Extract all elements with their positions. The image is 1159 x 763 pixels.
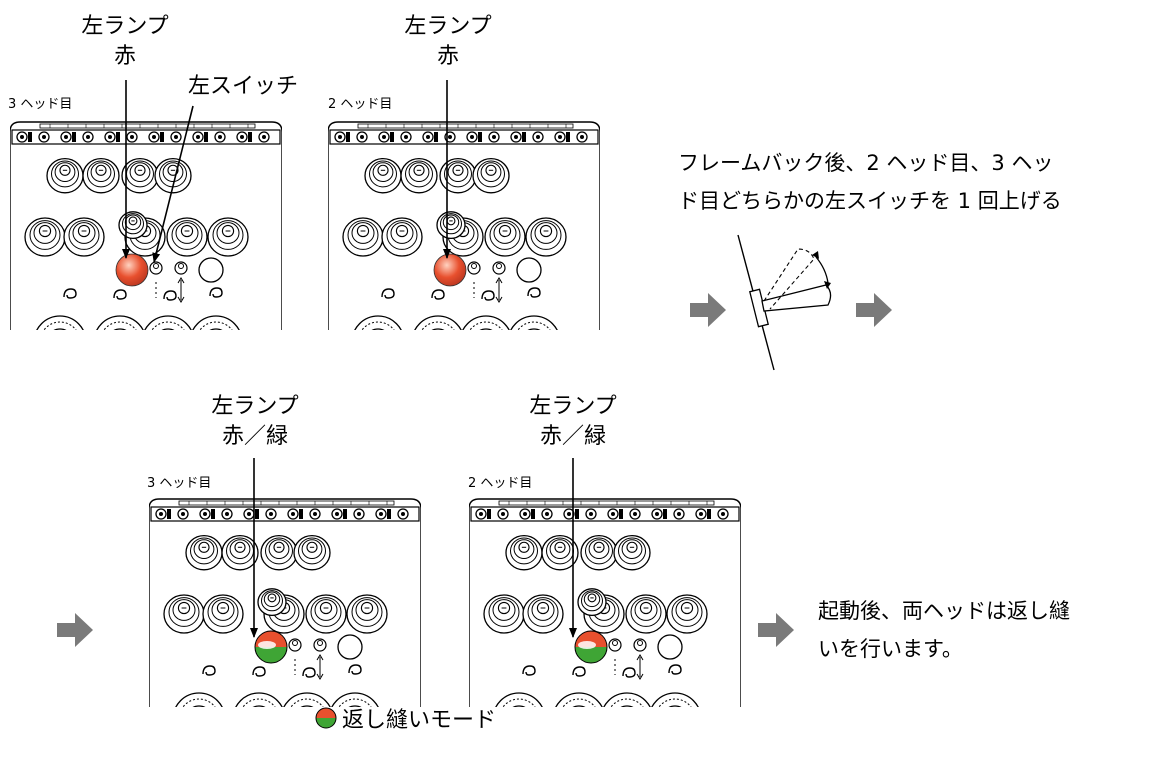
thread-guide-bar: [150, 506, 420, 522]
thread-tension-knobs: [163, 534, 388, 634]
flow-arrow-icon: [758, 613, 794, 647]
bobbin-disc: [651, 692, 699, 707]
bobbin-disc: [283, 692, 331, 707]
red-green-lamp-icon: [315, 707, 337, 729]
head-label-3-top: 3 ヘッド目: [8, 97, 73, 112]
thread-hook-icon: [668, 664, 682, 675]
thread-hook-icon: [622, 667, 636, 678]
thread-hook-icon: [209, 287, 223, 298]
thread-guide-bar: [11, 129, 281, 145]
lamp-label-line2: 赤／緑: [221, 424, 288, 449]
left-lamp-red: [115, 253, 149, 287]
thread-hook-icon: [527, 287, 541, 298]
left-lamp-red-green: [575, 631, 607, 663]
left-lamp-red: [433, 253, 467, 287]
thread-hook-icon: [381, 288, 395, 299]
start-button: [657, 634, 683, 660]
lamp-label-line1: 左ランプ: [529, 394, 617, 419]
bobbin-disc: [36, 315, 84, 330]
head-label-2-bottom: 2 ヘッド目: [468, 476, 533, 491]
machine-head-panel-3-top: [10, 121, 282, 330]
instruction-line2: ド目どちらかの左スイッチを 1 回上げる: [678, 189, 1062, 213]
lamp-label-line1: 左ランプ: [404, 14, 492, 39]
thread-tension-knobs: [483, 534, 708, 634]
legend: 返し縫いモード: [314, 702, 496, 734]
bobbin-disc: [331, 692, 379, 707]
bottom-right-lamp-label: 左ランプ 赤／緑: [508, 392, 638, 452]
thread-hook-icon: [431, 289, 445, 300]
head-label-2-top: 2 ヘッド目: [328, 97, 393, 112]
thread-hook-icon: [522, 665, 536, 676]
machine-head-panel-2-top: [328, 121, 600, 330]
bobbin-disc: [462, 315, 510, 330]
thread-hook-icon: [113, 289, 127, 300]
lamp-label-line1: 左ランプ: [81, 14, 169, 39]
toggle-switch-icon: [737, 234, 832, 371]
top-left-lamp-label: 左ランプ 赤: [60, 12, 190, 72]
flow-arrow-icon: [690, 293, 726, 327]
bobbin-disc: [235, 692, 283, 707]
bobbin-disc: [603, 692, 651, 707]
thread-hook-icon: [252, 666, 266, 677]
result-line2: いを行います。: [818, 637, 963, 661]
flow-arrow-icon: [856, 293, 892, 327]
machine-head-panel-3-bottom: [149, 498, 421, 707]
top-right-lamp-label: 左ランプ 赤: [383, 12, 513, 72]
head-label-3-bottom: 3 ヘッド目: [147, 476, 212, 491]
lamp-label-line2: 赤: [436, 44, 459, 69]
thread-hook-icon: [63, 288, 77, 299]
instruction-line1: フレームバック後、2 ヘッド目、3 ヘッ: [678, 151, 1054, 175]
bobbin-disc: [414, 315, 462, 330]
legend-label: 返し縫いモード: [342, 708, 497, 733]
lamp-label-line1: 左ランプ: [211, 394, 299, 419]
thread-guide-bar: [329, 129, 599, 145]
bobbin-disc: [510, 315, 558, 330]
bobbin-disc: [555, 692, 603, 707]
result-line1: 起動後、両ヘッドは返し縫: [818, 599, 1070, 623]
bobbin-disc: [354, 315, 402, 330]
bobbin-disc: [495, 692, 543, 707]
start-button: [198, 257, 224, 283]
machine-head-panel-2-bottom: [469, 498, 741, 707]
start-button: [516, 257, 542, 283]
bottom-left-lamp-label: 左ランプ 赤／緑: [190, 392, 320, 452]
flow-arrow-icon: [57, 613, 93, 647]
lamp-label-line2: 赤／緑: [539, 424, 606, 449]
result-text: 起動後、両ヘッドは返し縫 いを行います。: [818, 592, 1070, 668]
left-lamp-red-green: [255, 631, 287, 663]
bobbin-disc: [175, 692, 223, 707]
bobbin-disc: [144, 315, 192, 330]
instruction-text: フレームバック後、2 ヘッド目、3 ヘッ ド目どちらかの左スイッチを 1 回上げ…: [678, 144, 1062, 220]
bobbin-disc: [96, 315, 144, 330]
thread-guide-bar: [470, 506, 740, 522]
start-button: [337, 634, 363, 660]
thread-tension-knobs: [342, 157, 567, 257]
lamp-label-line2: 赤: [113, 44, 136, 69]
thread-hook-icon: [572, 666, 586, 677]
thread-hook-icon: [202, 665, 216, 676]
thread-hook-icon: [302, 667, 316, 678]
bobbin-disc: [192, 315, 240, 330]
thread-hook-icon: [348, 664, 362, 675]
switch-label: 左スイッチ: [187, 74, 298, 99]
thread-hook-icon: [481, 290, 495, 301]
thread-hook-icon: [163, 290, 177, 301]
